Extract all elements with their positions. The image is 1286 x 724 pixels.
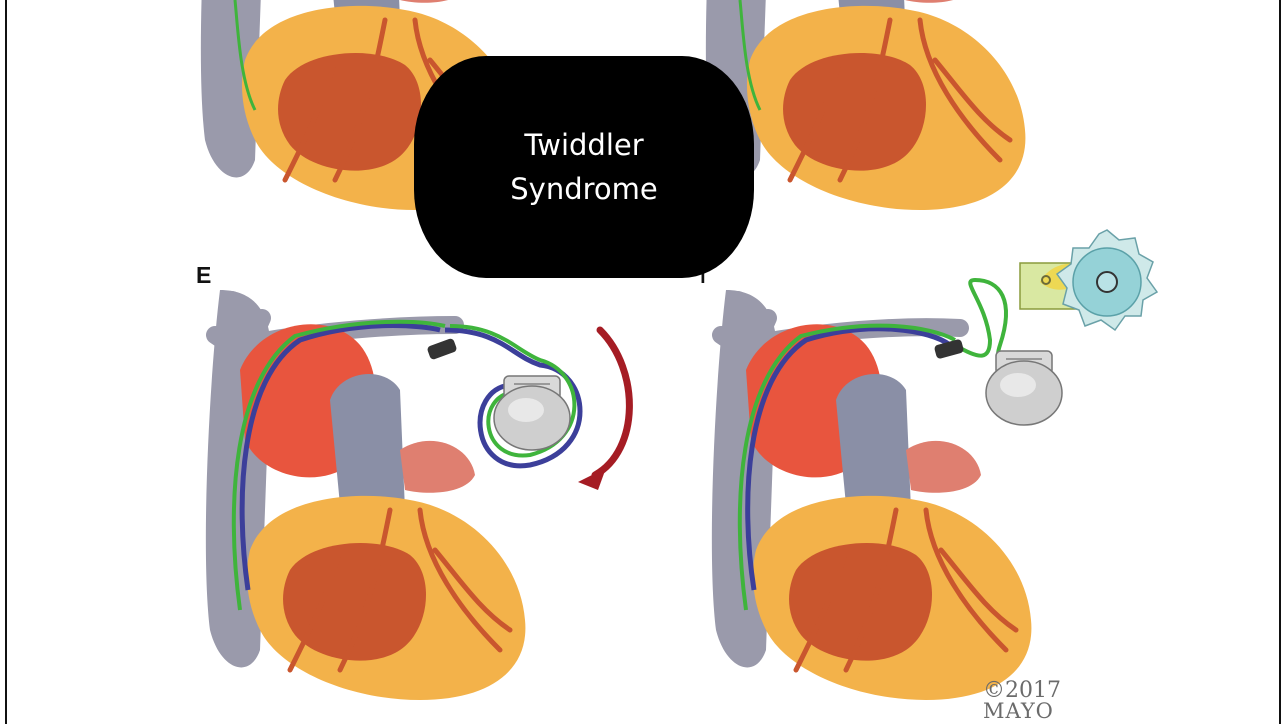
pacemaker-generator-icon: [494, 376, 570, 450]
panel-label-e: E: [196, 262, 211, 289]
heart-panel-e: [206, 290, 580, 700]
pacemaker-generator-icon: [986, 351, 1062, 425]
callout-line-1: Twiddler: [524, 123, 643, 167]
heart-panel-f: [712, 280, 1032, 700]
twiddler-syndrome-callout: Twiddler Syndrome: [414, 56, 754, 278]
callout-line-2: Syndrome: [510, 167, 657, 211]
copyright-org: MAYO: [983, 701, 1061, 721]
copyright-mark: ©2017 MAYO: [983, 681, 1061, 721]
copyright-year: ©2017: [983, 681, 1061, 701]
saw-blade-icon: [1020, 230, 1157, 330]
rotation-arrow-icon: [578, 330, 629, 490]
